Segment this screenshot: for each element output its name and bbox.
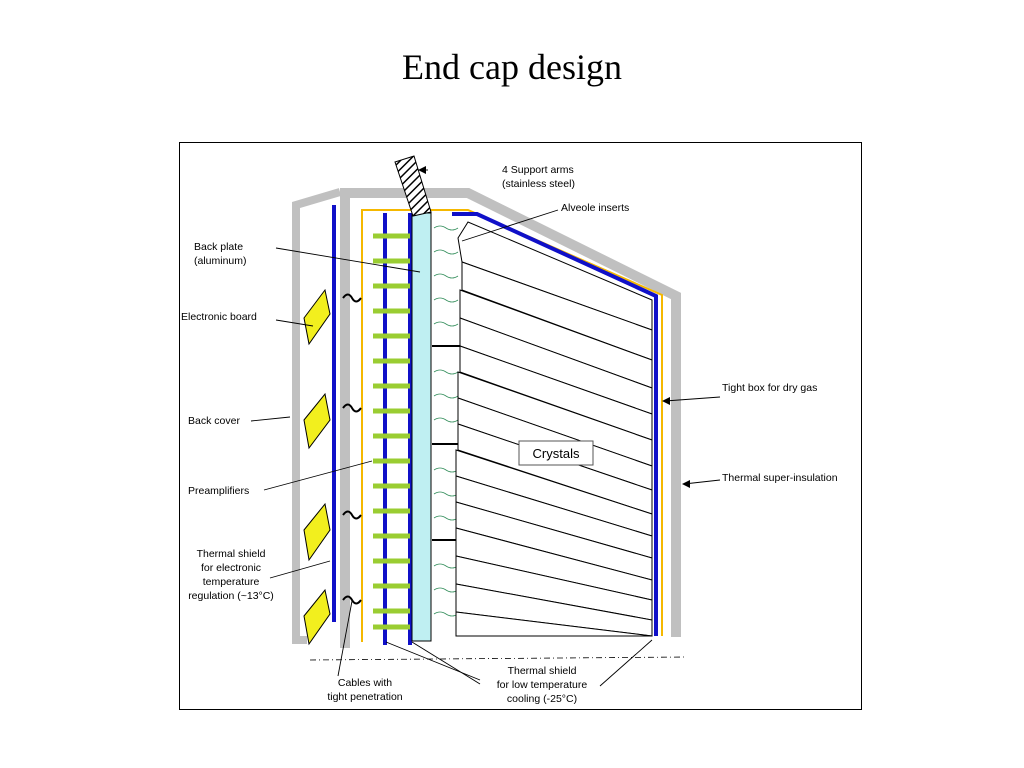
back-plate (411, 212, 432, 642)
electronic-boards (303, 288, 331, 646)
back-plate-label-2: (aluminum) (194, 255, 247, 267)
crystal-separators (432, 345, 460, 541)
support-arms-label-1: 4 Support arms (502, 164, 574, 176)
thermal-shield-electronic-leader (269, 560, 331, 579)
back-plate-label-1: Back plate (194, 241, 243, 253)
thermal-shield-low-leader-1 (385, 641, 481, 681)
cable-squiggles (342, 293, 362, 605)
preamplifiers (373, 233, 410, 630)
support-arms-label-2: (stainless steel) (502, 178, 575, 190)
thermal-shield-electronic-label-3: temperature (203, 576, 260, 588)
thermal-super-insulation-arrow (682, 480, 690, 488)
support-arm (394, 155, 432, 217)
thermal-shield-electronic-label-4: regulation (~13°C) (188, 590, 274, 602)
tight-box-blue (452, 212, 658, 636)
tight-box-leader (664, 396, 721, 402)
electronic-board-label: Electronic board (181, 311, 257, 323)
alveole-leader (461, 209, 559, 242)
outer-gray-shell (340, 188, 681, 648)
thermal-shield-low-leader-2 (411, 641, 481, 685)
thermal-shield-low-label-1: Thermal shield (508, 665, 577, 677)
crystals-label: Crystals (533, 446, 580, 461)
cables-label-2: tight penetration (327, 691, 402, 703)
axis-line (309, 656, 687, 661)
thermal-shield-electronic-label-2: for electronic (201, 562, 261, 574)
back-cover-label: Back cover (188, 415, 240, 427)
electronic-board-leader (275, 319, 314, 327)
preamplifiers-label: Preamplifiers (188, 485, 249, 497)
alveole-label: Alveole inserts (561, 202, 629, 214)
crystals (455, 221, 653, 637)
cables-leader (337, 600, 353, 677)
insulation-yellow-line (361, 209, 663, 642)
slide-title: End cap design (402, 47, 622, 87)
thermal-shield-low-label-3: cooling (-25°C) (507, 693, 577, 705)
tight-box-label: Tight box for dry gas (722, 382, 817, 394)
thermal-shield-electronic-label-1: Thermal shield (197, 548, 266, 560)
thermal-super-insulation-label: Thermal super-insulation (722, 472, 838, 484)
thermal-shield-low-label-2: for low temperature (497, 679, 588, 691)
crystals-label-box (518, 440, 594, 466)
alveole-inserts (433, 225, 459, 617)
back-cover (292, 188, 342, 644)
back-plate-leader (275, 247, 421, 273)
thermal-shield-low-leader-3 (599, 639, 653, 687)
tight-box-arrow (662, 397, 670, 405)
support-arms-arrow (418, 166, 426, 174)
back-cover-leader (250, 416, 291, 422)
preamplifiers-leader (263, 460, 373, 491)
cables-label-1: Cables with (338, 677, 392, 689)
